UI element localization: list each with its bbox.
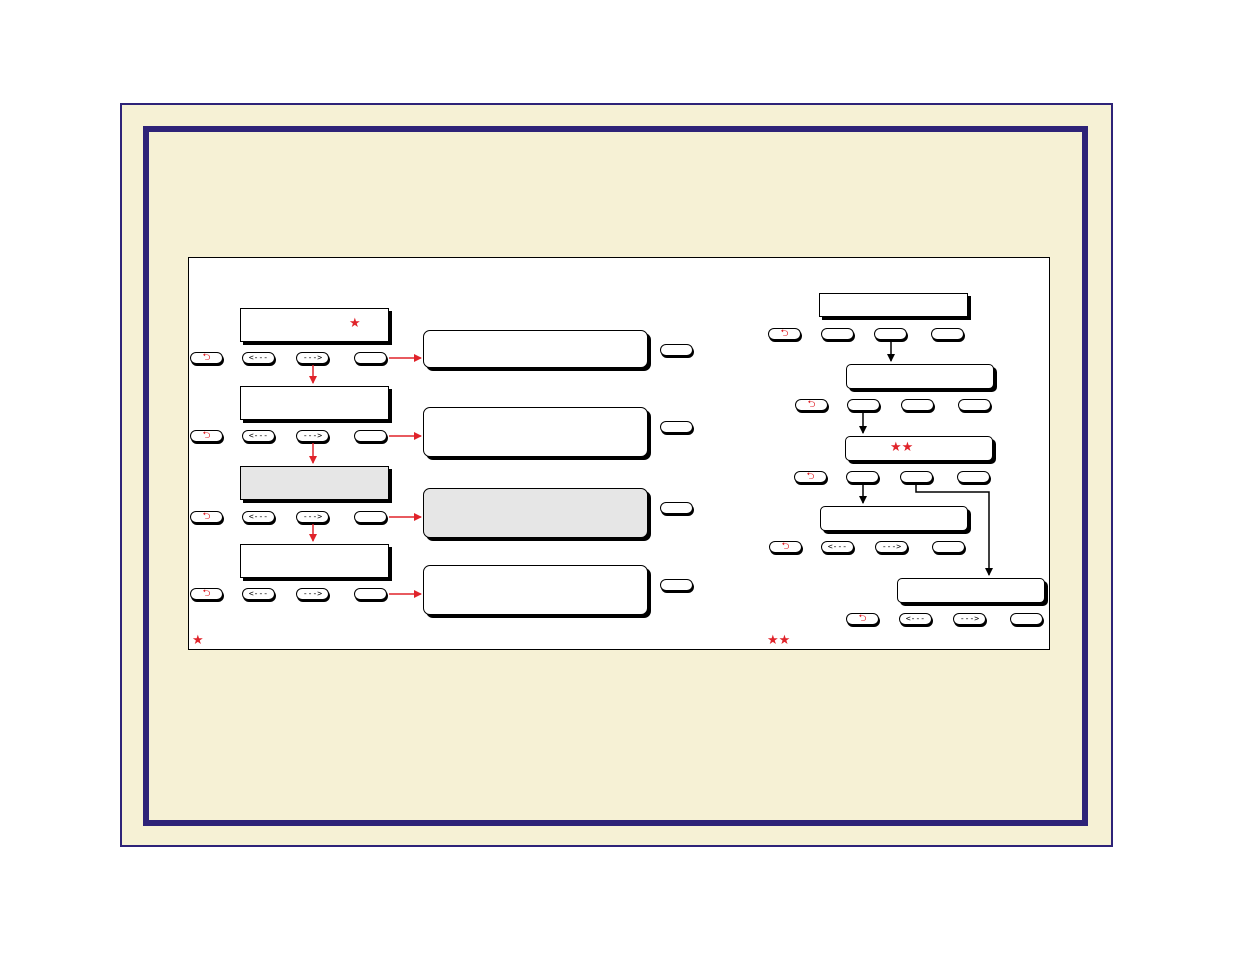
side-key-2[interactable] bbox=[660, 421, 693, 433]
detail-bubble-3-highlighted bbox=[423, 488, 648, 538]
menu3-key-3[interactable] bbox=[900, 471, 933, 483]
menu1-key-2[interactable] bbox=[821, 328, 854, 340]
right-key-menu5[interactable]: ---> bbox=[953, 613, 986, 625]
enter-key-row4[interactable] bbox=[354, 588, 387, 600]
side-key-4[interactable] bbox=[660, 579, 693, 591]
return-arrow-icon: ⮌ bbox=[807, 399, 816, 410]
menu1-key-4[interactable] bbox=[931, 328, 964, 340]
detail-bubble-1 bbox=[423, 330, 648, 368]
enter-key-row2[interactable] bbox=[354, 430, 387, 442]
lcd-screen-2 bbox=[240, 386, 389, 420]
menu1-key-3[interactable] bbox=[874, 328, 907, 340]
back-key-menu1[interactable]: ⮌ bbox=[768, 328, 801, 340]
detail-bubble-4 bbox=[423, 565, 648, 615]
menu-bubble-5 bbox=[897, 578, 1045, 603]
menu-bubble-4 bbox=[820, 506, 968, 531]
star-icon: ★★ bbox=[890, 440, 914, 455]
left-key-row1[interactable]: <--- bbox=[242, 352, 275, 364]
back-key-row3[interactable]: ⮌ bbox=[190, 511, 223, 523]
left-key-menu4[interactable]: <--- bbox=[821, 541, 854, 553]
back-key-menu2[interactable]: ⮌ bbox=[795, 399, 828, 411]
back-key-menu5[interactable]: ⮌ bbox=[846, 613, 879, 625]
enter-key-row3[interactable] bbox=[354, 511, 387, 523]
footnote-star-icon: ★ bbox=[192, 633, 204, 648]
left-key-menu5[interactable]: <--- bbox=[899, 613, 932, 625]
back-key-row4[interactable]: ⮌ bbox=[190, 588, 223, 600]
right-key-row1[interactable]: ---> bbox=[296, 352, 329, 364]
menu2-key-2[interactable] bbox=[847, 399, 880, 411]
return-arrow-icon: ⮌ bbox=[202, 511, 211, 522]
return-arrow-icon: ⮌ bbox=[781, 541, 790, 552]
right-key-row3[interactable]: ---> bbox=[296, 511, 329, 523]
footnote-double-star-icon: ★★ bbox=[767, 633, 791, 648]
enter-key-menu4[interactable] bbox=[932, 541, 965, 553]
left-key-row3[interactable]: <--- bbox=[242, 511, 275, 523]
detail-bubble-2 bbox=[423, 407, 648, 457]
lcd-screen-1 bbox=[240, 308, 389, 342]
enter-key-row1[interactable] bbox=[354, 352, 387, 364]
side-key-1[interactable] bbox=[660, 344, 693, 356]
return-arrow-icon: ⮌ bbox=[806, 471, 815, 482]
return-arrow-icon: ⮌ bbox=[858, 613, 867, 624]
menu2-key-3[interactable] bbox=[901, 399, 934, 411]
back-key-menu3[interactable]: ⮌ bbox=[794, 471, 827, 483]
right-key-row2[interactable]: ---> bbox=[296, 430, 329, 442]
enter-key-menu5[interactable] bbox=[1010, 613, 1043, 625]
right-key-row4[interactable]: ---> bbox=[296, 588, 329, 600]
back-key-row1[interactable]: ⮌ bbox=[190, 352, 223, 364]
menu-screen-top bbox=[819, 293, 968, 317]
return-arrow-icon: ⮌ bbox=[780, 328, 789, 339]
back-key-row2[interactable]: ⮌ bbox=[190, 430, 223, 442]
left-key-row2[interactable]: <--- bbox=[242, 430, 275, 442]
menu3-key-2[interactable] bbox=[846, 471, 879, 483]
star-icon: ★ bbox=[349, 316, 361, 331]
lcd-screen-3-highlighted bbox=[240, 466, 389, 500]
menu-arrow-4 bbox=[915, 484, 993, 576]
menu-bubble-2 bbox=[846, 364, 994, 389]
return-arrow-icon: ⮌ bbox=[202, 588, 211, 599]
back-key-menu4[interactable]: ⮌ bbox=[769, 541, 802, 553]
side-key-3[interactable] bbox=[660, 502, 693, 514]
menu-bubble-3 bbox=[845, 436, 993, 461]
return-arrow-icon: ⮌ bbox=[202, 352, 211, 363]
right-key-menu4[interactable]: ---> bbox=[875, 541, 908, 553]
menu2-key-4[interactable] bbox=[958, 399, 991, 411]
inner-frame bbox=[143, 126, 1088, 826]
return-arrow-icon: ⮌ bbox=[202, 430, 211, 441]
lcd-screen-4 bbox=[240, 544, 389, 578]
left-key-row4[interactable]: <--- bbox=[242, 588, 275, 600]
menu3-key-4[interactable] bbox=[957, 471, 990, 483]
